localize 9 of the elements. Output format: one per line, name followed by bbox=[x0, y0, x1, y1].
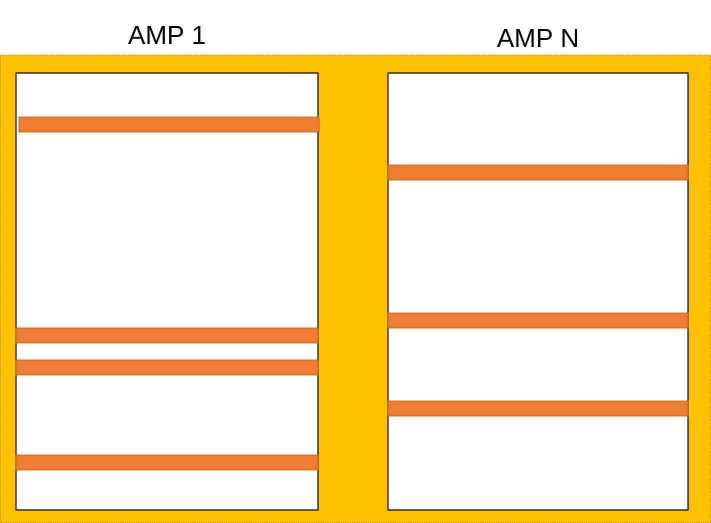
bar bbox=[16, 328, 318, 344]
bar bbox=[16, 454, 318, 470]
panel-heading: AMP 1 bbox=[128, 26, 205, 44]
bar bbox=[388, 312, 688, 328]
bar bbox=[18, 116, 320, 132]
bar bbox=[388, 400, 688, 416]
bar bbox=[388, 164, 688, 180]
bar bbox=[16, 360, 318, 376]
panel-heading: AMP N bbox=[496, 29, 578, 47]
